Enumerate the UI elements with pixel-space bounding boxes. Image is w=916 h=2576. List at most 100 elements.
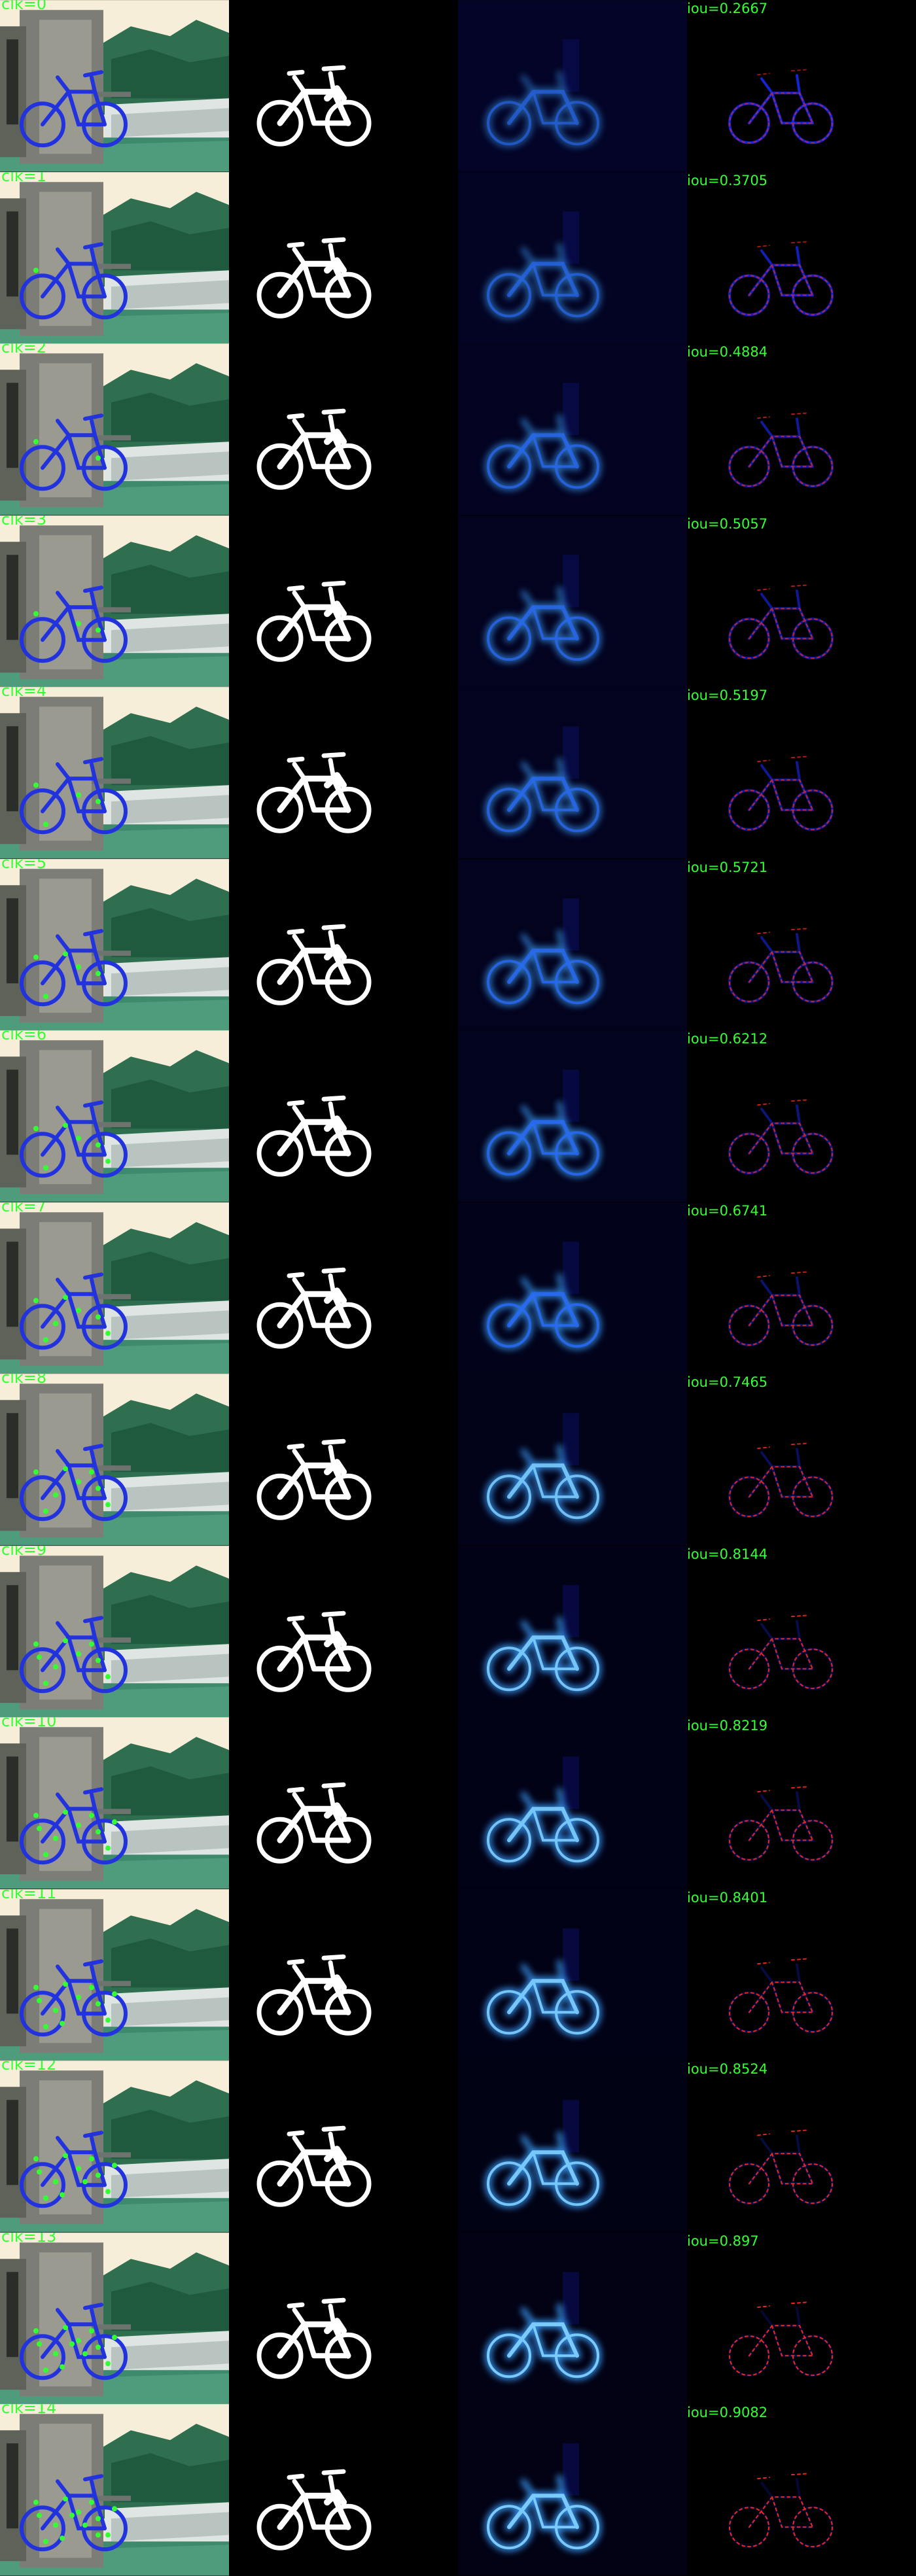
click-point xyxy=(43,1165,48,1171)
click-point xyxy=(43,1508,48,1514)
bicycle-photo xyxy=(0,343,229,515)
click-point xyxy=(89,1469,94,1475)
iou-score-label: iou=0.8401 xyxy=(687,1889,768,1906)
click-point xyxy=(89,1641,94,1647)
click-point xyxy=(33,1985,39,1991)
click-point xyxy=(76,1651,81,1657)
ground-truth-mask-panel xyxy=(229,1374,458,1546)
click-point xyxy=(112,2335,117,2341)
click-point xyxy=(53,1320,58,1326)
click-count-label: clk=3 xyxy=(1,515,47,529)
iou-score-label: iou=0.9082 xyxy=(687,2405,768,2421)
input-image-panel: clk=2 xyxy=(0,343,229,515)
click-point xyxy=(105,2189,111,2195)
error-overlay-panel xyxy=(687,343,916,515)
input-image-panel: clk=1 xyxy=(0,172,229,344)
click-point xyxy=(69,2341,75,2347)
bicycle-photo xyxy=(0,858,229,1030)
click-point xyxy=(76,1994,81,2000)
ground-truth-mask-panel xyxy=(229,171,458,344)
click-point xyxy=(76,1307,81,1313)
click-point xyxy=(96,2172,101,2178)
click-point xyxy=(112,1991,117,1997)
click-point xyxy=(112,1819,117,1825)
error-overlay xyxy=(687,1717,916,1889)
click-row: clk=8 xyxy=(0,1374,916,1546)
click-point xyxy=(63,1981,68,1987)
input-image-panel: clk=6 xyxy=(0,1030,229,1202)
click-row: clk=5 xyxy=(0,858,916,1031)
click-point xyxy=(76,1822,81,1828)
click-point xyxy=(33,1297,39,1303)
input-image-panel: clk=0 xyxy=(0,0,229,172)
click-point xyxy=(63,2325,68,2331)
click-point xyxy=(112,2163,117,2168)
click-point xyxy=(82,2179,88,2185)
click-point xyxy=(43,1852,48,1858)
click-point xyxy=(33,439,39,445)
click-point xyxy=(96,1486,101,1491)
click-point xyxy=(105,2017,111,2023)
click-point xyxy=(33,954,39,960)
click-point xyxy=(96,2001,101,2007)
input-image-panel: clk=13 xyxy=(0,2233,229,2405)
click-row: clk=7 xyxy=(0,1202,916,1374)
ground-truth-mask-panel xyxy=(229,2061,458,2233)
probability-heatmap xyxy=(458,858,687,1030)
error-overlay-panel xyxy=(687,858,916,1031)
click-point xyxy=(37,2169,42,2175)
bicycle-photo xyxy=(0,1889,229,2061)
prediction-heatmap-panel xyxy=(458,1202,687,1374)
click-point xyxy=(76,964,81,969)
iou-score-label: iou=0.8524 xyxy=(687,2061,768,2078)
iou-score-label: iou=0.5197 xyxy=(687,688,768,704)
bicycle-photo xyxy=(0,2061,229,2233)
click-count-label: clk=1 xyxy=(1,171,47,185)
error-overlay xyxy=(687,1374,916,1546)
click-point xyxy=(33,1813,39,1819)
click-point xyxy=(53,1492,58,1498)
bicycle-photo xyxy=(0,1546,229,1718)
bicycle-mask xyxy=(229,1202,458,1374)
click-point xyxy=(33,267,39,273)
error-overlay-panel xyxy=(687,1546,916,1718)
click-row: clk=2 xyxy=(0,343,916,515)
prediction-heatmap-panel xyxy=(458,171,687,344)
error-overlay xyxy=(687,1030,916,1202)
click-point xyxy=(89,1813,94,1819)
ground-truth-mask-panel xyxy=(229,0,458,172)
bicycle-mask xyxy=(229,2233,458,2405)
click-count-label: clk=9 xyxy=(1,1545,47,1559)
click-point xyxy=(37,1826,42,1832)
click-point xyxy=(89,1985,94,1991)
probability-heatmap xyxy=(458,1717,687,1889)
probability-heatmap xyxy=(458,343,687,515)
ground-truth-mask-panel xyxy=(229,2404,458,2576)
click-row: clk=11 xyxy=(0,1888,916,2061)
click-point xyxy=(76,792,81,798)
click-points xyxy=(33,1123,111,1171)
ground-truth-mask-panel xyxy=(229,1717,458,1889)
click-points xyxy=(33,1809,117,1858)
error-overlay-panel xyxy=(687,2061,916,2233)
error-overlay xyxy=(687,0,916,172)
input-image-panel: clk=8 xyxy=(0,1374,229,1546)
bicycle-photo xyxy=(0,0,229,172)
prediction-heatmap-panel xyxy=(458,1030,687,1202)
click-count-label: clk=10 xyxy=(1,1717,57,1731)
input-image-panel: clk=12 xyxy=(0,2061,229,2233)
probability-heatmap xyxy=(458,1889,687,2061)
probability-heatmap xyxy=(458,687,687,859)
prediction-heatmap-panel xyxy=(458,1717,687,1889)
bicycle-photo xyxy=(0,1202,229,1374)
prediction-heatmap-panel xyxy=(458,2404,687,2576)
click-point xyxy=(43,2367,48,2373)
error-overlay xyxy=(687,2233,916,2405)
probability-heatmap xyxy=(458,2404,687,2576)
click-point xyxy=(53,2179,58,2185)
error-overlay-panel xyxy=(687,1889,916,2061)
click-count-label: clk=8 xyxy=(1,1374,47,1387)
error-overlay xyxy=(687,1202,916,1374)
click-point xyxy=(89,2499,94,2505)
